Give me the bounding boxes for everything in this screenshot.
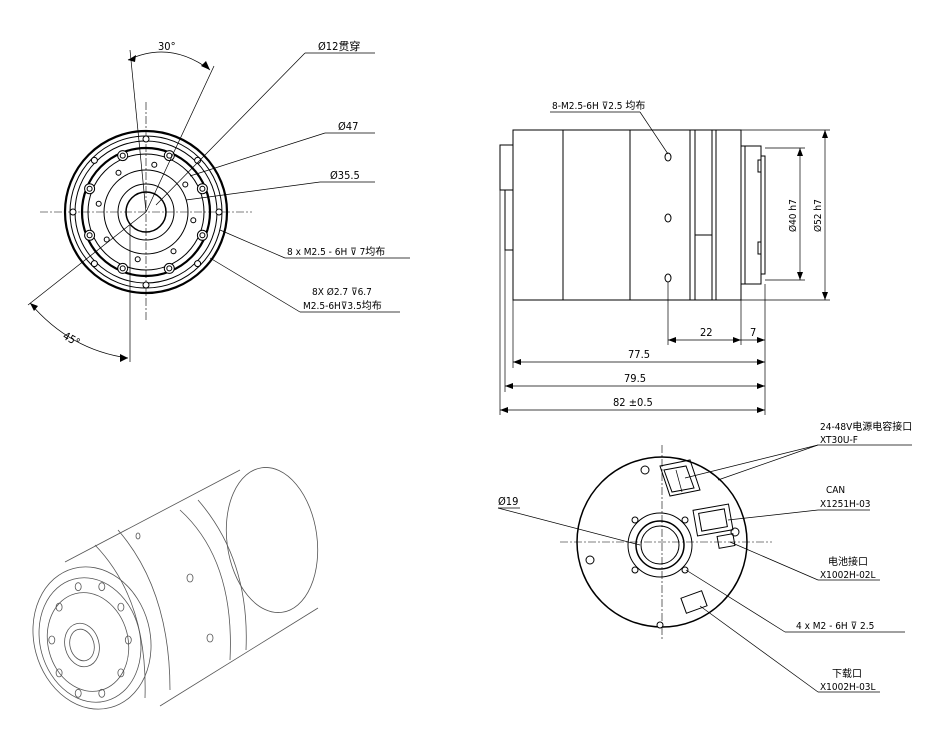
inner-bolt-hole [115,169,122,176]
rear-dia19: Ø19 [498,495,518,508]
rear-view: Ø19 24-48V电源电容接口 XT30U-F CAN X1251H-03 电… [497,420,912,693]
rim-hole [90,260,98,268]
inner-bolt-hole [182,181,189,188]
dim-dia40: Ø40 h7 [787,199,799,232]
battery-part: X1002H-02L [820,570,876,581]
callout-m25-7: 8 x M2.5 - 6H ⊽ 7均布 [287,246,385,258]
callout-dia12: Ø12贯穿 [318,39,360,53]
iso-bolt-hole [98,582,106,592]
iso-bolt-hole [124,635,132,645]
isometric-view [32,467,319,710]
dim-dia52: Ø52 h7 [812,199,824,232]
inner-bolt-hole [103,236,110,243]
outer-bolt-hole-inner [86,232,93,239]
rim-hole [90,156,98,164]
front-view: 30° 45° Ø12贯穿 Ø47 Ø35.5 8 x M2.5 - 6H ⊽ … [27,39,410,362]
outer-bolt-hole-inner [166,265,173,272]
rim-hole [194,156,202,164]
inner-bolt-hole [151,161,158,168]
iso-bolt-hole [74,688,82,698]
rim-hole [142,135,150,143]
front-bolt-holes [69,135,223,289]
download-part: X1002H-03L [820,682,876,693]
dim-22: 22 [700,326,713,339]
callout-dia27: 8X Ø2.7 ⊽6.7 [312,286,372,298]
outer-bolt-hole-inner [166,152,173,159]
outer-bolt-hole-inner [119,152,126,159]
outer-bolt-hole-inner [199,232,206,239]
callout-dia47: Ø47 [338,120,358,133]
dim-7: 7 [750,326,756,339]
rim-hole [69,208,77,216]
can-part: X1251H-03 [820,499,871,510]
can-label: CAN [826,485,845,496]
angle-30-label: 30° [158,40,176,53]
outer-bolt-hole-inner [199,185,206,192]
iso-bolt-hole [117,668,125,678]
outer-bolt-hole-inner [119,265,126,272]
inner-bolt-hole [170,248,177,255]
inner-bolt-hole [95,200,102,207]
power-label: 24-48V电源电容接口 [820,420,912,433]
iso-bolt-hole [117,602,125,612]
iso-bolt-hole [98,688,106,698]
side-view: 8-M2.5-6H ⊽2.5 均布 Ø40 h7 Ø52 h7 22 7 77.… [499,100,830,415]
iso-bolt-hole [55,668,63,678]
power-part: XT30U-F [820,435,858,446]
dim-82: 82 ±0.5 [613,396,653,409]
battery-label: 电池接口 [828,555,868,568]
screw-note: 4 x M2 - 6H ⊽ 2.5 [796,621,874,632]
outer-bolt-hole-inner [86,185,93,192]
iso-bolt-holes [48,582,132,698]
dim-79-5: 79.5 [624,372,646,385]
iso-bolt-hole [48,635,56,645]
rim-hole [215,208,223,216]
dim-77-5: 77.5 [628,348,650,361]
iso-bolt-hole [74,582,82,592]
side-top-note: 8-M2.5-6H ⊽2.5 均布 [552,100,645,112]
download-label: 下载口 [832,668,862,680]
callout-m25-35: M2.5-6H⊽3.5均布 [303,300,382,312]
iso-bolt-hole [55,602,63,612]
rim-hole [194,260,202,268]
angle-45-label: 45° [61,329,83,349]
callout-dia35: Ø35.5 [330,169,360,182]
inner-bolt-hole [134,256,141,263]
inner-bolt-hole [190,217,197,224]
rim-hole [142,281,150,289]
